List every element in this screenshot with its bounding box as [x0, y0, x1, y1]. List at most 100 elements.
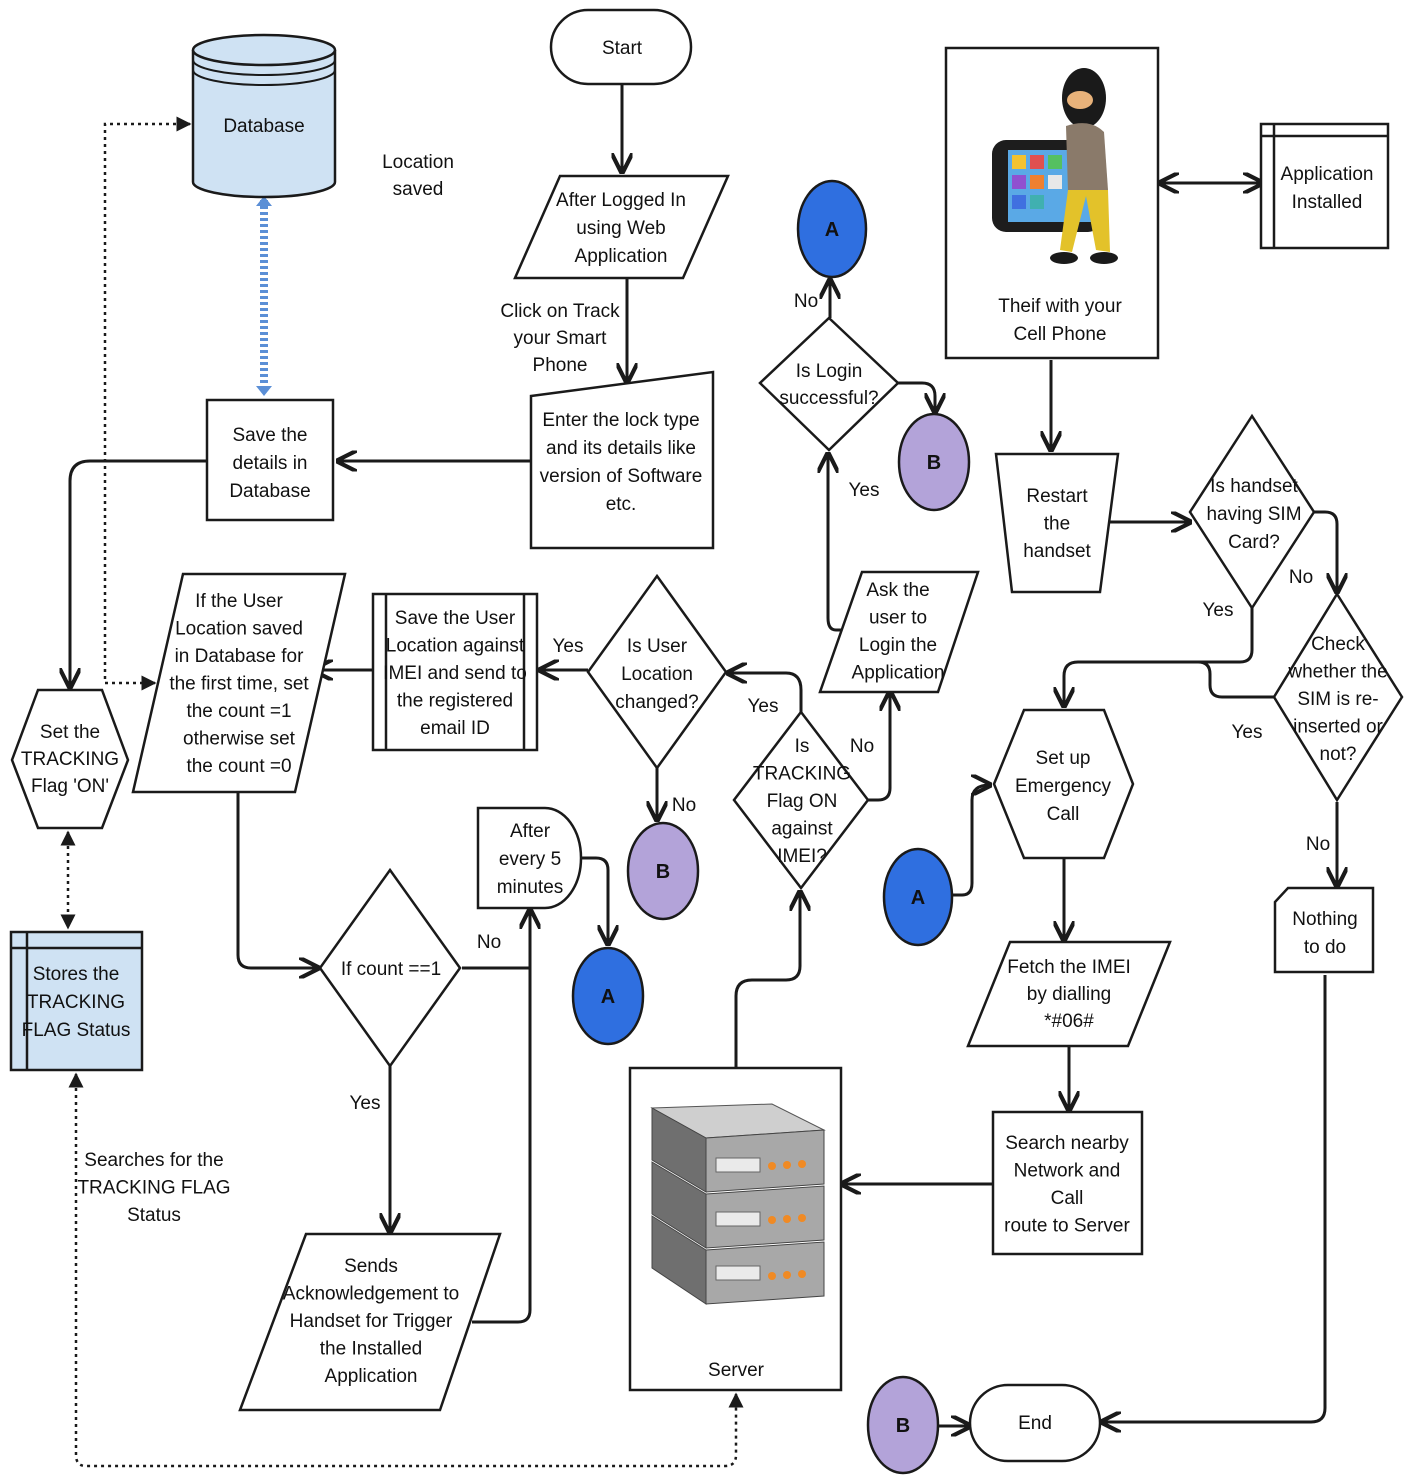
- text-line: Is handset: [1210, 476, 1298, 497]
- text-line: Theif with your: [998, 296, 1122, 317]
- text-line: Click on Track: [500, 301, 620, 322]
- text-line: Is: [795, 736, 810, 757]
- if-count-text: If count ==1: [341, 959, 441, 980]
- text-line: changed?: [615, 692, 698, 713]
- text-line: the Installed: [320, 1339, 422, 1360]
- connector-a-label: A: [601, 986, 615, 1008]
- end-terminal: End: [968, 1383, 1102, 1463]
- text-line: your Smart: [514, 328, 608, 349]
- database-text: Database: [223, 116, 304, 137]
- yes-label: Yes: [1232, 722, 1263, 743]
- text-line: FLAG Status: [22, 1020, 131, 1041]
- text-line: Restart: [1026, 486, 1088, 507]
- connector-b-label: B: [927, 452, 941, 474]
- start-text: Start: [602, 38, 643, 59]
- text-line: handset: [1023, 541, 1091, 562]
- text-line: Status: [127, 1205, 181, 1226]
- text-line: Search nearby: [1005, 1133, 1129, 1154]
- connector-b-label: B: [656, 861, 670, 883]
- text-line: TRACKING: [21, 749, 119, 770]
- text-line: Nothing: [1292, 909, 1358, 930]
- text-line: by dialling: [1027, 984, 1112, 1005]
- text-line: Flag 'ON': [31, 776, 109, 797]
- text-line: IMEI?: [777, 846, 827, 867]
- connector-a-call: A: [882, 847, 954, 947]
- text-line: Check: [1311, 634, 1365, 655]
- text-line: Location: [382, 152, 454, 173]
- text-line: Location: [621, 664, 693, 685]
- yes-label: Yes: [849, 480, 880, 501]
- connector-a-label: A: [825, 219, 839, 241]
- text-line: TRACKING: [753, 764, 851, 785]
- no-label: No: [850, 736, 874, 757]
- yes-label: Yes: [1203, 600, 1234, 621]
- connector-a-label: A: [911, 887, 925, 909]
- text-line: not?: [1320, 744, 1357, 765]
- text-line: whether the: [1287, 662, 1387, 683]
- no-label: No: [794, 291, 818, 312]
- text-line: Save the: [233, 425, 308, 446]
- text-line: user to: [869, 608, 927, 629]
- text-line: Flag ON: [767, 791, 838, 812]
- text-line: otherwise set: [183, 729, 296, 750]
- connector-a-count: A: [571, 946, 645, 1046]
- text-line: Cell Phone: [1014, 324, 1107, 345]
- text-line: saved: [393, 179, 444, 200]
- text-line: the count =1: [186, 701, 291, 722]
- connector-a-top: A: [796, 179, 868, 279]
- text-line: inserted or: [1293, 717, 1383, 738]
- text-line: Network and: [1014, 1161, 1121, 1182]
- end-text: End: [1018, 1413, 1052, 1434]
- server-text: Server: [708, 1360, 765, 1381]
- text-line: to do: [1304, 937, 1346, 958]
- if-count-node: If count ==1: [318, 867, 462, 1069]
- text-line: IMEI and send to: [383, 663, 527, 684]
- text-line: Application: [852, 663, 945, 684]
- text-line: Installed: [1292, 192, 1363, 213]
- text-line: having SIM: [1206, 504, 1301, 525]
- text-line: Fetch the IMEI: [1007, 957, 1131, 978]
- server-node: Server: [628, 1066, 843, 1392]
- text-line: details in: [233, 453, 308, 474]
- text-line: minutes: [497, 877, 564, 898]
- connector-b-location: B: [626, 821, 700, 921]
- text-line: After Logged In: [556, 190, 686, 211]
- connector-lines: [68, 84, 1337, 1468]
- text-line: Application: [325, 1366, 418, 1387]
- text-line: Save the User: [395, 608, 516, 629]
- text-line: Acknowledgement to: [283, 1284, 459, 1305]
- text-line: Call: [1051, 1188, 1084, 1209]
- text-line: Phone: [533, 355, 588, 376]
- database-cylinder: Database: [191, 33, 337, 199]
